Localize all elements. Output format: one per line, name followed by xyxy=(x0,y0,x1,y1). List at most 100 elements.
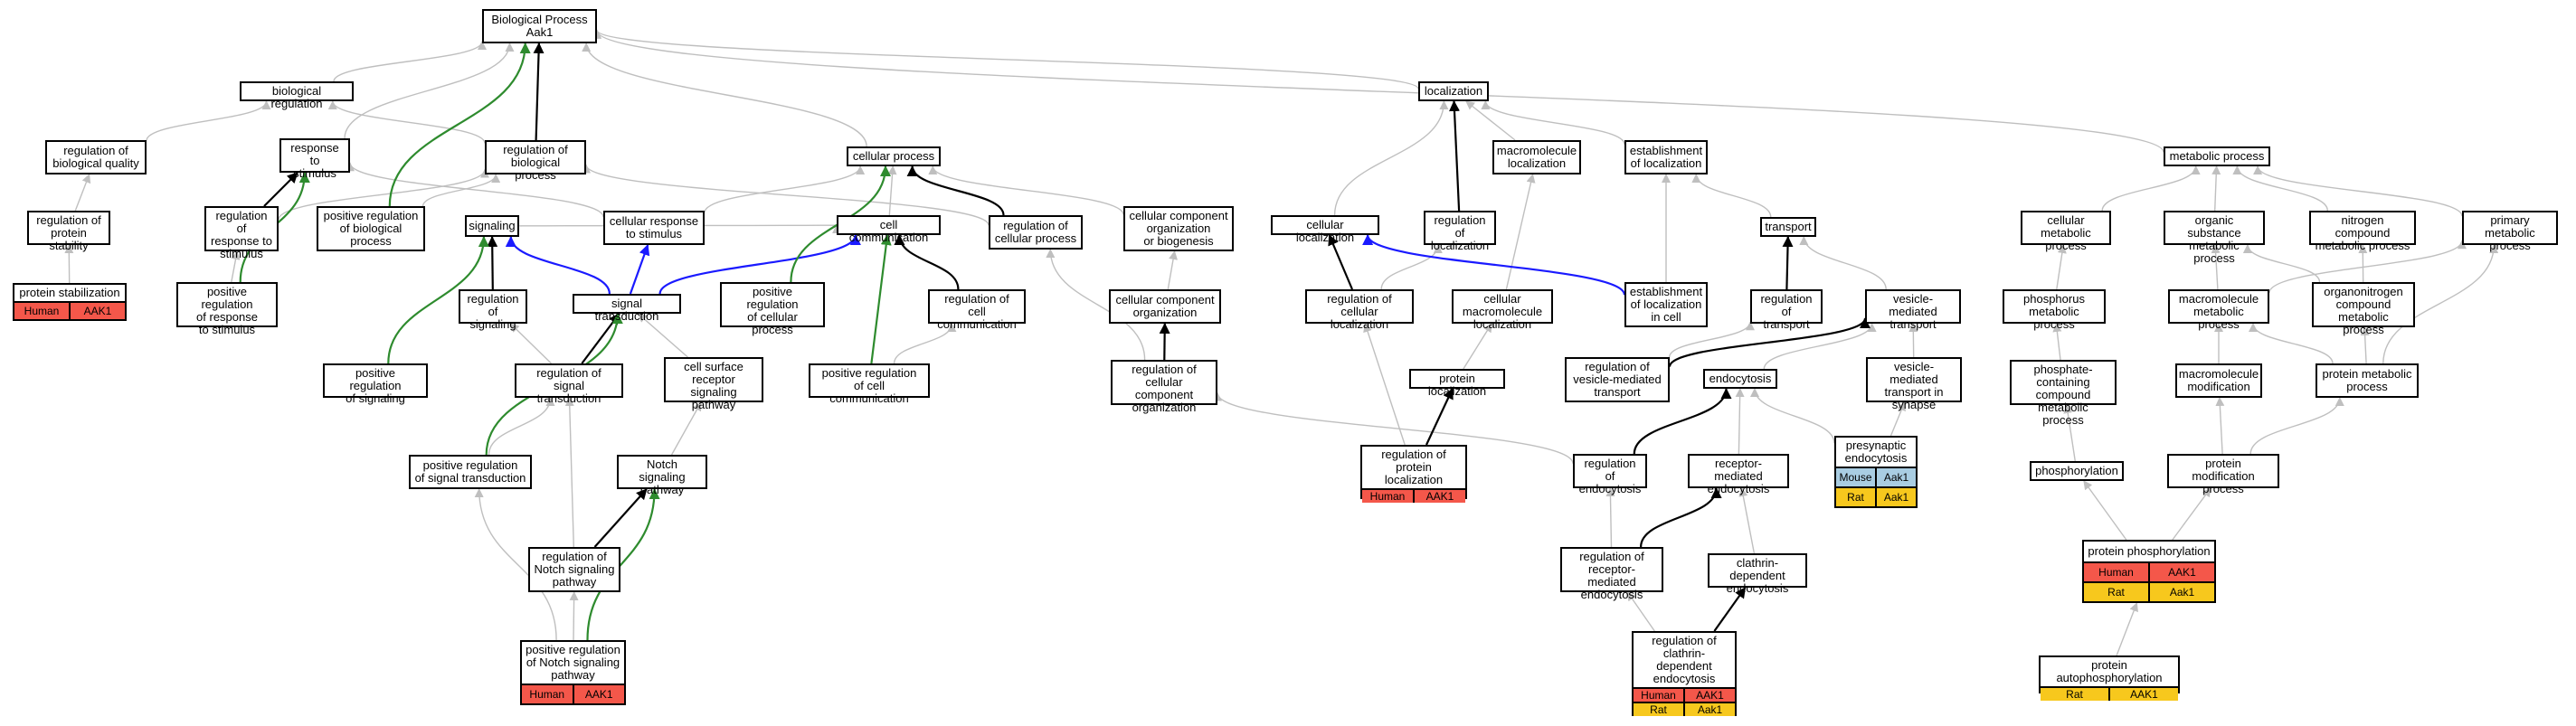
go-term-node-reg-biol-proc[interactable]: regulation of biological process xyxy=(485,140,586,182)
go-term-node-pos-reg-biol-proc[interactable]: positive regulation of biological proces… xyxy=(317,206,425,251)
edge-primary-to-metab xyxy=(2253,165,2463,217)
go-term-node-reg-cell-proc[interactable]: regulation of cellular process xyxy=(989,215,1083,250)
go-term-node-organonitrogen[interactable]: organonitrogen compound metabolic proces… xyxy=(2312,282,2415,336)
go-term-node-cell-metab[interactable]: cellular metabolic process xyxy=(2021,211,2111,252)
go-term-node-cell-macro-loc[interactable]: cellular macromolecule localization xyxy=(1452,289,1553,331)
edge-prot-autophos-to-prot-phos xyxy=(2116,602,2138,656)
gene-symbol: AAK1 xyxy=(1413,490,1465,503)
edge-pos-reg-cell-comm-to-cell-comm xyxy=(870,234,892,364)
go-term-node-vesicle-transport[interactable]: vesicle-mediated transport xyxy=(1865,289,1961,331)
go-term-node-prot-metab[interactable]: protein metabolic process xyxy=(2316,363,2419,398)
go-term-node-reg-rme[interactable]: regulation of receptor-mediated endocyto… xyxy=(1560,547,1663,601)
go-term-node-pos-reg-signaling[interactable]: positive regulation of signaling xyxy=(323,363,428,405)
go-term-label: cell communication xyxy=(848,218,929,244)
go-term-node-phosphate[interactable]: phosphate-containing compound metabolic … xyxy=(2010,360,2117,427)
go-term-node-notch[interactable]: Notch signaling pathway xyxy=(617,455,707,496)
go-term-node-endocytosis[interactable]: endocytosis xyxy=(1703,369,1777,389)
go-term-label: regulation of signaling xyxy=(467,292,519,331)
edge-presyn-endo-to-vmt-synapse xyxy=(1889,401,1906,437)
go-term-node-cde[interactable]: clathrin-dependent endocytosis xyxy=(1708,553,1807,595)
go-term-node-reg-cco[interactable]: regulation of cellular component organiz… xyxy=(1111,360,1217,414)
go-term-node-cell-comm[interactable]: cell communication xyxy=(837,215,941,244)
go-term-node-reg-notch[interactable]: regulation of Notch signaling pathway xyxy=(528,547,620,592)
go-term-node-macromol-mod[interactable]: macromolecule modification xyxy=(2175,363,2262,398)
go-term-node-bp[interactable]: Biological Process Aak1 xyxy=(482,9,597,43)
go-term-node-phosphorus[interactable]: phosphorus metabolic process xyxy=(2003,289,2106,331)
edge-macro-loc-to-localization xyxy=(1465,100,1516,141)
go-term-node-prot-loc[interactable]: protein localization xyxy=(1409,369,1505,398)
edge-metab-to-bp xyxy=(592,29,2164,153)
go-term-node-cell-resp-stim[interactable]: cellular response to stimulus xyxy=(603,211,705,245)
go-term-label: regulation of cellular process xyxy=(994,219,1077,245)
go-term-node-reg-sig-trans[interactable]: regulation of signal transduction xyxy=(515,363,623,405)
go-term-node-reg-cell-loc[interactable]: regulation of cellular localization xyxy=(1305,289,1414,331)
go-term-node-reg-endocytosis[interactable]: regulation of endocytosis xyxy=(1573,454,1647,495)
go-term-node-cell-proc[interactable]: cellular process xyxy=(847,146,941,166)
go-term-node-ccobg[interactable]: cellular component organization or bioge… xyxy=(1123,206,1234,251)
go-term-node-signaling[interactable]: signaling xyxy=(465,215,519,237)
go-term-node-rme[interactable]: receptor-mediated endocytosis xyxy=(1688,454,1789,495)
go-term-node-pos-reg-sig-trans[interactable]: positive regulation of signal transducti… xyxy=(409,455,532,489)
go-term-label: transport xyxy=(1765,220,1812,233)
go-term-node-reg-resp-stim[interactable]: regulation of response to stimulus xyxy=(204,206,279,260)
go-term-node-pos-reg-cell-proc[interactable]: positive regulation of cellular process xyxy=(720,282,825,336)
go-term-node-resp-stim[interactable]: response to stimulus xyxy=(279,138,350,180)
go-term-label: nitrogen compound metabolic process xyxy=(2315,213,2410,252)
go-term-node-reg-cde[interactable]: regulation of clathrin-dependent endocyt… xyxy=(1632,631,1737,716)
go-term-label: regulation of signal transduction xyxy=(536,366,601,405)
go-term-label: regulation of response to stimulus xyxy=(211,209,272,260)
go-term-node-biol-reg[interactable]: biological regulation xyxy=(240,81,354,110)
go-term-node-primary[interactable]: primary metabolic process xyxy=(2462,211,2558,252)
go-term-label: protein autophosphorylation xyxy=(2056,658,2163,684)
edge-pos-reg-biol-proc-to-reg-biol-proc xyxy=(421,174,501,207)
edge-biol-reg-to-bp xyxy=(333,41,487,82)
go-term-node-org-subst[interactable]: organic substance metabolic process xyxy=(2164,211,2265,265)
go-term-label: Notch signaling pathway xyxy=(639,457,686,496)
edge-pos-reg-cell-comm-to-reg-cell-comm xyxy=(893,323,957,364)
go-term-node-pos-reg-notch[interactable]: positive regulation of Notch signaling p… xyxy=(520,640,626,705)
go-term-node-reg-transport[interactable]: regulation of transport xyxy=(1750,289,1823,331)
go-term-node-reg-prot-stab[interactable]: regulation of protein stability xyxy=(27,211,110,252)
go-term-node-est-loc[interactable]: establishment of localization xyxy=(1624,140,1708,174)
go-term-node-reg-signaling[interactable]: regulation of signaling xyxy=(459,289,527,331)
go-term-node-transport[interactable]: transport xyxy=(1760,217,1816,237)
go-term-node-cell-surf-rec[interactable]: cell surface receptor signaling pathway xyxy=(664,357,763,411)
gene-symbol: Aak1 xyxy=(1683,703,1735,716)
go-term-node-prot-mod[interactable]: protein modification process xyxy=(2167,454,2279,495)
species-name: Human xyxy=(1369,490,1406,503)
edge-reg-cell-proc-to-reg-biol-proc xyxy=(582,164,990,226)
gene-symbol: AAK1 xyxy=(1683,689,1735,702)
go-term-node-metab[interactable]: metabolic process xyxy=(2164,146,2270,166)
edge-nitrogen-to-metab xyxy=(2232,165,2328,212)
go-term-node-reg-cell-comm[interactable]: regulation of cell communication xyxy=(928,289,1026,331)
go-term-node-reg-vesicle-transport[interactable]: regulation of vesicle-mediated transport xyxy=(1565,357,1670,402)
go-term-node-phosphorylation[interactable]: phosphorylation xyxy=(2030,461,2124,481)
go-term-node-reg-biol-quality[interactable]: regulation of biological quality xyxy=(45,140,147,174)
edge-phosphate-to-phosphorus xyxy=(2052,323,2062,361)
go-term-node-est-loc-cell[interactable]: establishment of localization in cell xyxy=(1624,282,1708,327)
go-term-node-cell-loc[interactable]: cellular localization xyxy=(1271,215,1379,244)
edge-cell-proc-to-bp xyxy=(582,42,867,147)
edge-reg-notch-to-notch xyxy=(593,488,648,548)
go-term-node-cco[interactable]: cellular component organization xyxy=(1109,289,1221,324)
go-term-node-vmt-synapse[interactable]: vesicle-mediated transport in synapse xyxy=(1866,357,1962,411)
go-term-node-sig-trans[interactable]: signal transduction xyxy=(573,294,681,323)
go-term-node-localization[interactable]: localization xyxy=(1418,81,1489,101)
edge-sig-trans-to-cell-comm xyxy=(658,234,861,295)
go-term-node-macro-mod[interactable]: macromolecule metabolic process xyxy=(2168,289,2269,331)
edge-pos-reg-resp-stim-to-reg-resp-stim xyxy=(231,250,241,283)
go-term-node-nitrogen[interactable]: nitrogen compound metabolic process xyxy=(2309,211,2416,252)
go-term-node-reg-loc[interactable]: regulation of localization xyxy=(1424,211,1496,252)
go-term-node-pos-reg-resp-stim[interactable]: positive regulation of response to stimu… xyxy=(176,282,278,336)
edge-est-loc-to-localization xyxy=(1481,100,1625,145)
go-term-node-pos-reg-cell-comm[interactable]: positive regulation of cell communicatio… xyxy=(809,363,930,405)
go-term-label: receptor-mediated endocytosis xyxy=(1707,457,1770,495)
go-term-node-macro-loc[interactable]: macromolecule localization xyxy=(1492,140,1581,174)
